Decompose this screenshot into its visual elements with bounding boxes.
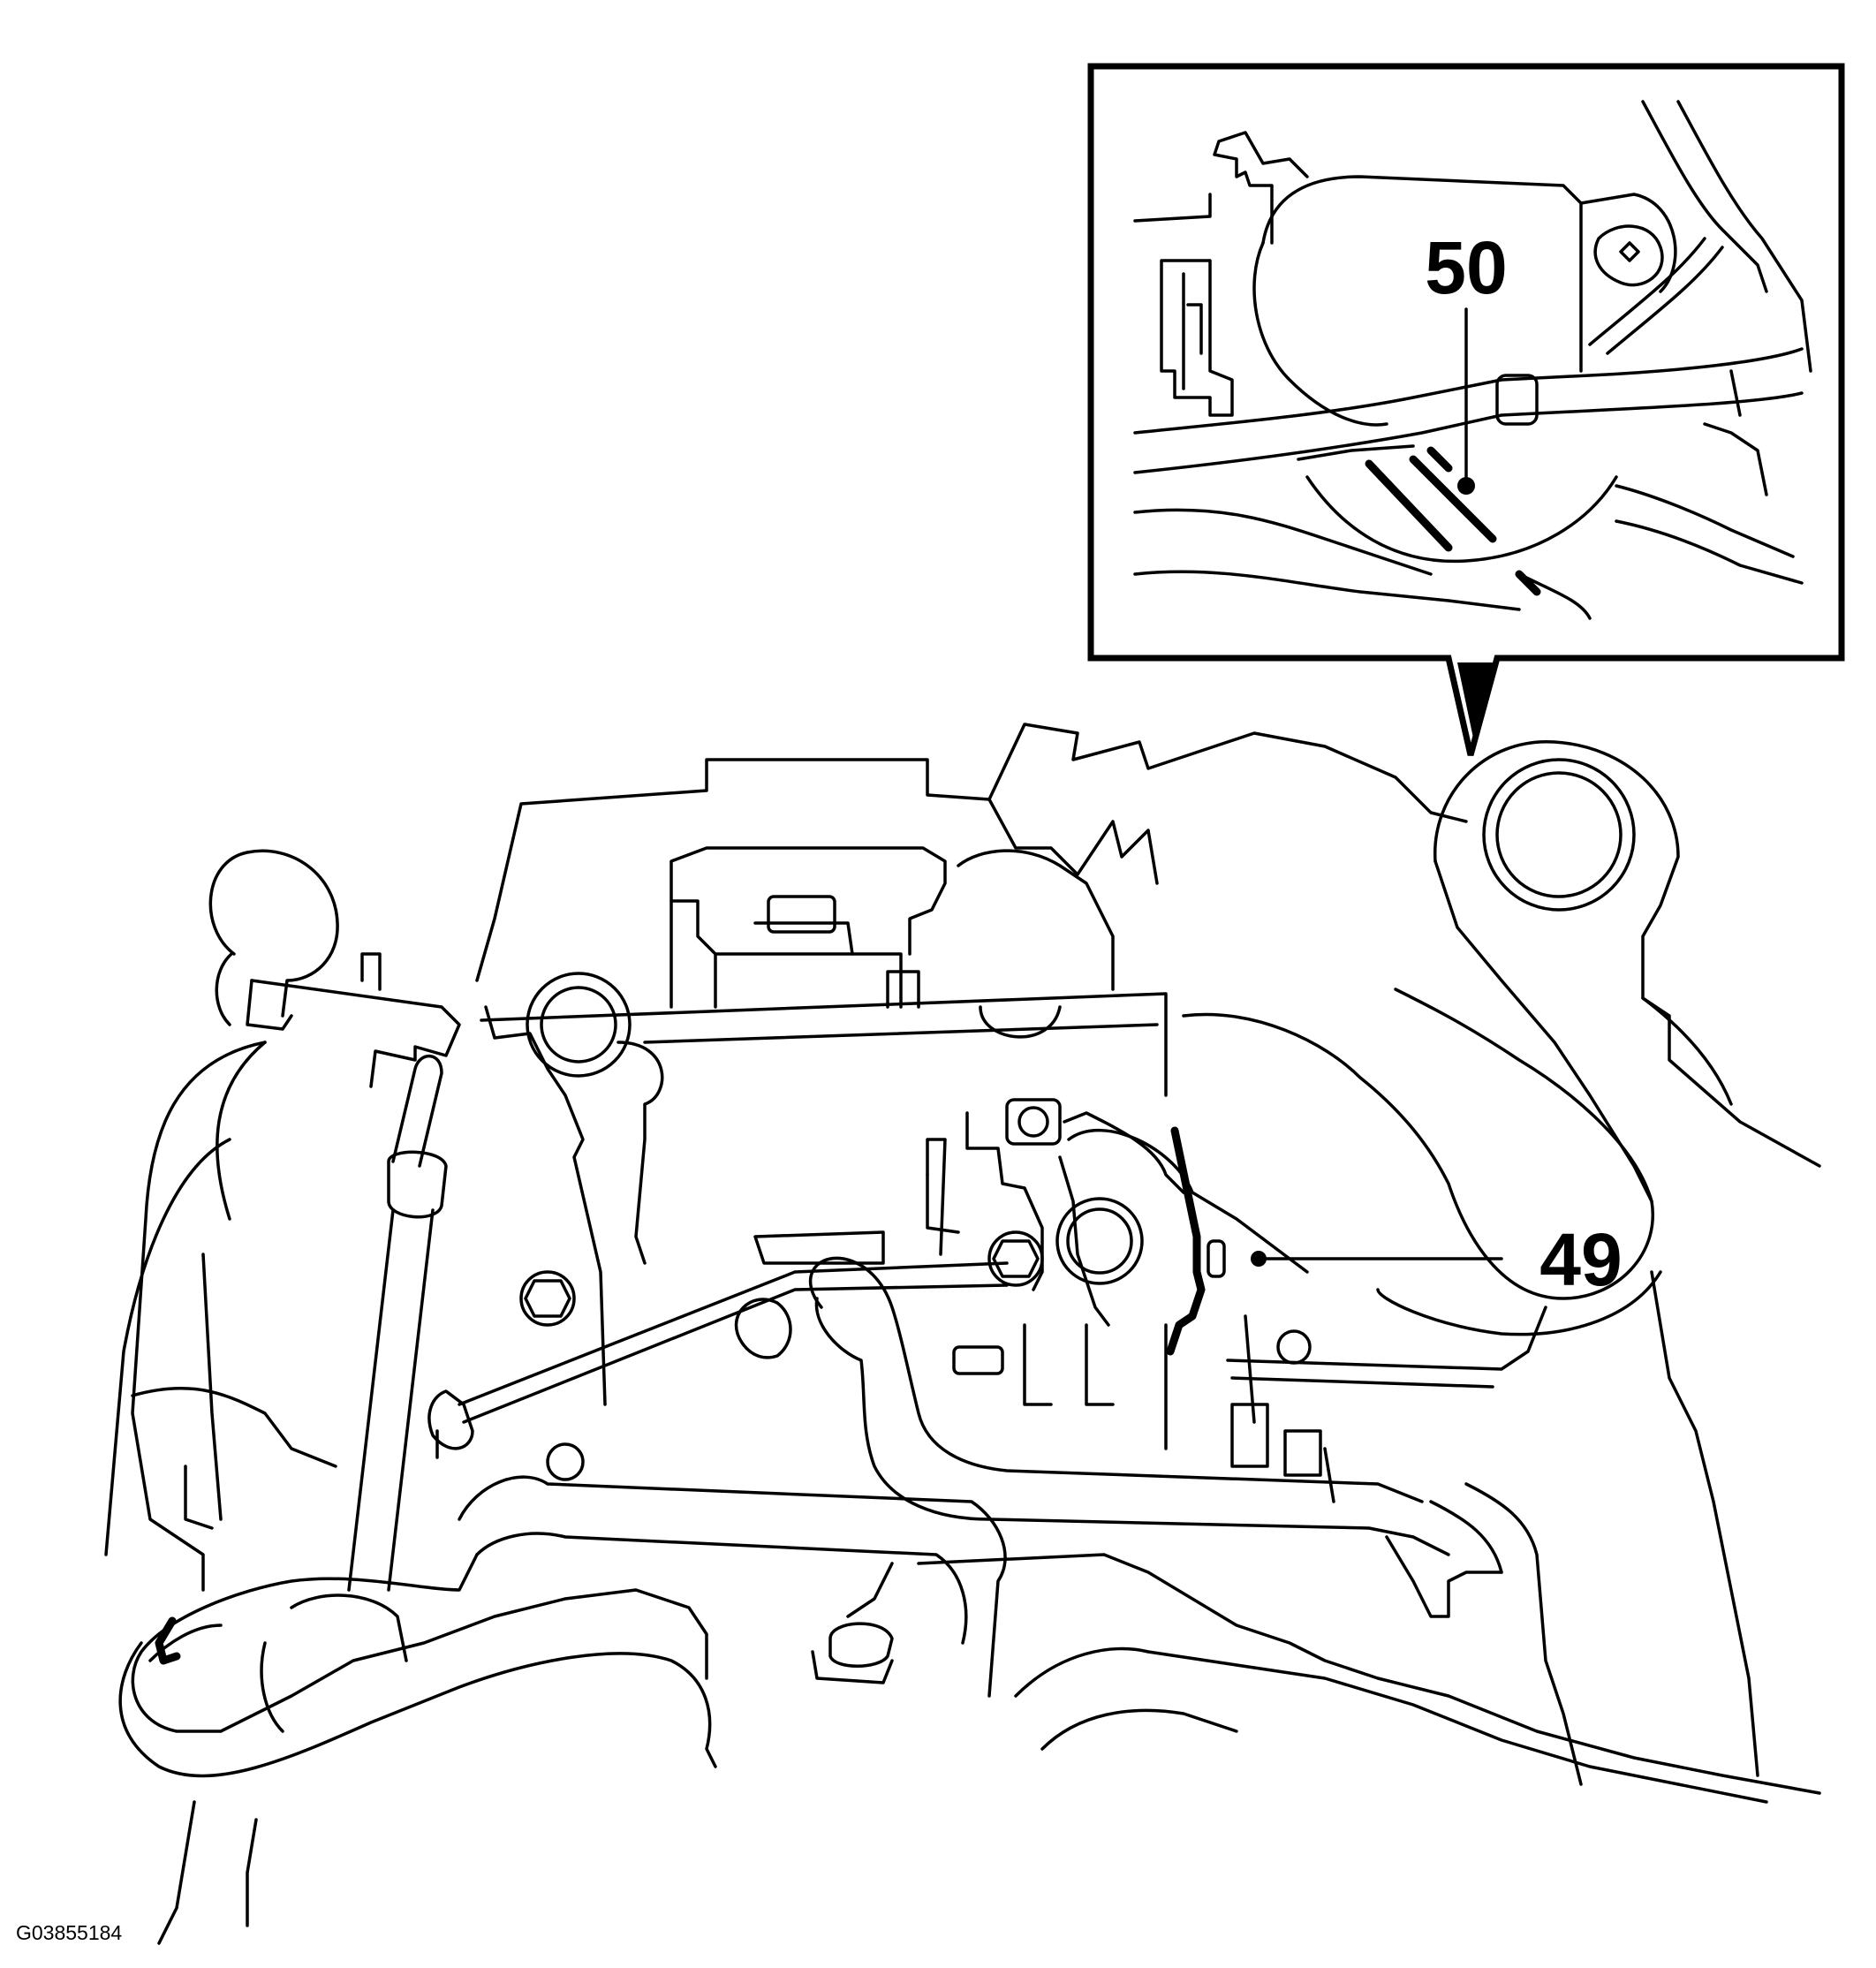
callout-49-dot bbox=[1251, 1251, 1267, 1267]
engine-main-view bbox=[104, 723, 1821, 1945]
detail-inset-linework bbox=[1133, 100, 1812, 620]
detail-inset bbox=[1087, 63, 1845, 756]
figure-id-label: G03855184 bbox=[16, 1921, 122, 1944]
callout-label-50: 50 bbox=[1425, 226, 1507, 309]
callout-50-dot bbox=[1457, 477, 1475, 495]
callout-label-49: 49 bbox=[1539, 1218, 1622, 1301]
